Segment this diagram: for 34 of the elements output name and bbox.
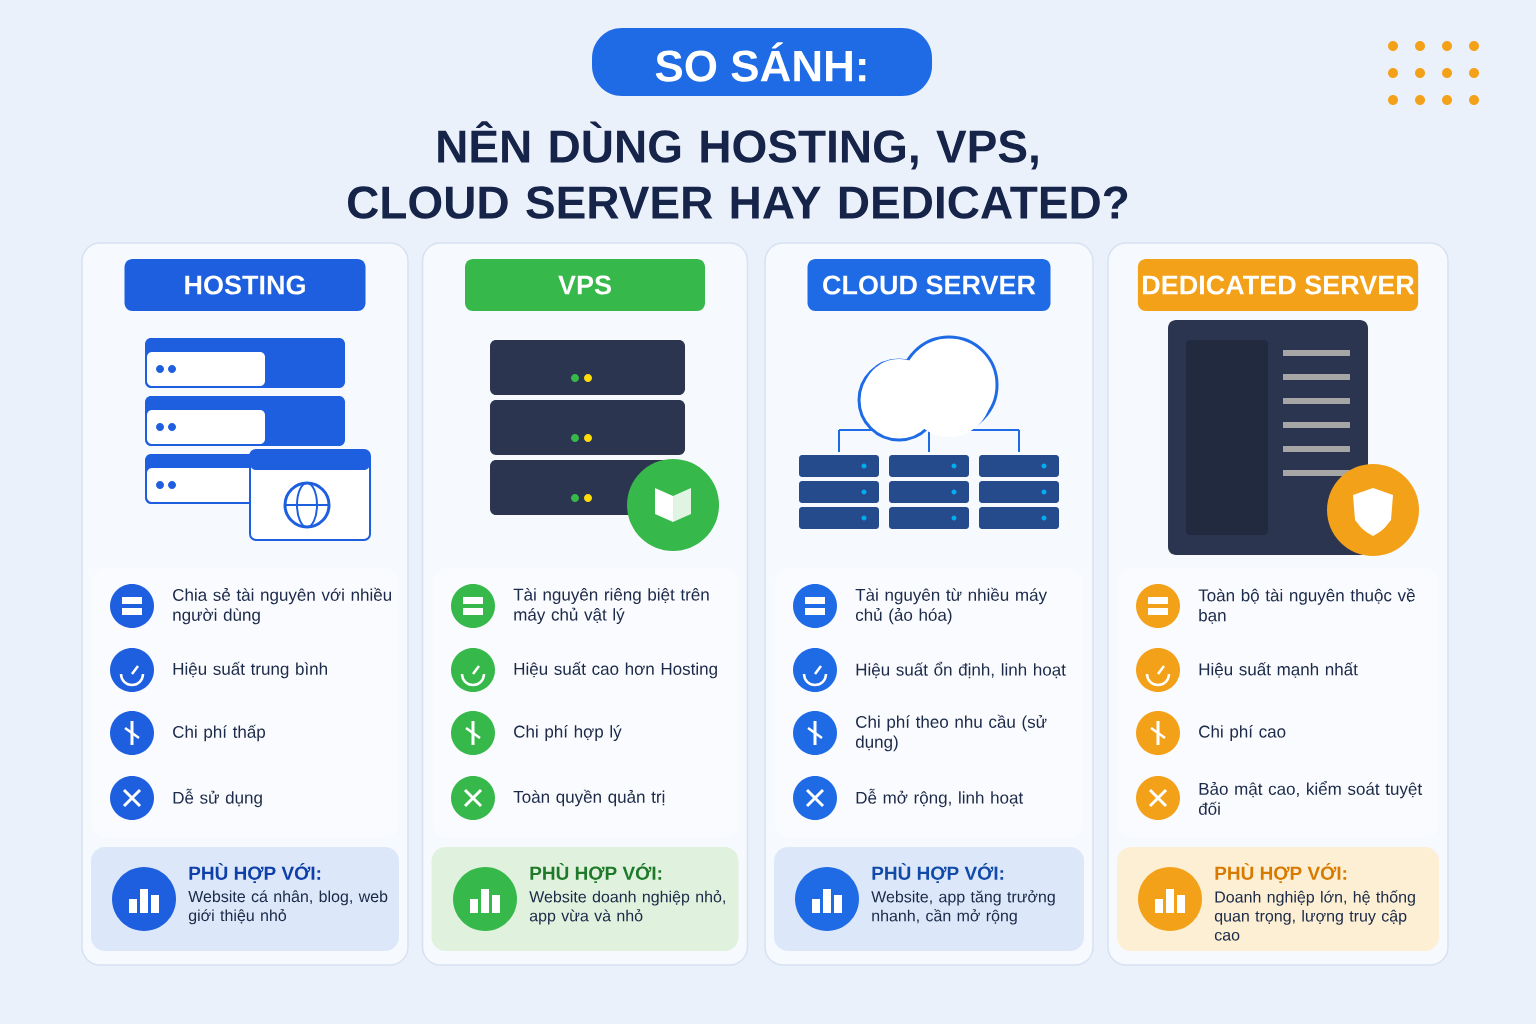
feature-text: Hiệu suất trung bình — [173, 661, 327, 679]
feature-text: Hiệu suất ổn định, linh hoạt — [856, 661, 1066, 679]
panel-text: Website, app tăng trưởng nhanh, cần mở rộng — [871, 890, 1055, 925]
feature-text: Chi phí thấp — [173, 724, 266, 742]
feature-text: Tài nguyên từ nhiều máy chủ (ảo hóa) — [855, 587, 1047, 625]
info-panel — [431, 847, 739, 951]
heading-pill: HOSTING — [124, 259, 366, 311]
title-pill: SO SÁNH: — [592, 28, 932, 96]
panel-heading: PHÙ HỢP VỚI: — [872, 862, 1004, 884]
panel-heading: PHÙ HỢP VỚI: — [1215, 862, 1347, 884]
panel-heading: PHÙ HỢP VỚI: — [189, 862, 321, 884]
feature-text: Hiệu suất mạnh nhất — [1199, 662, 1358, 678]
feature-text: Chia sẻ tài nguyên với nhiều người dùng — [173, 587, 392, 625]
feature-text: Dễ sử dụng — [173, 788, 262, 808]
feature-text: Chi phí theo nhu cầu (sử dụng) — [855, 714, 1047, 752]
panel-heading: PHÙ HỢP VỚI: — [530, 862, 662, 884]
info-panel — [774, 847, 1084, 951]
title: NÊN DÙNG HOSTING, VPS, CLOUD SERVER HAY DEDICATED? — [348, 121, 1128, 219]
feature-text: Dễ mở rộng, linh hoạt — [856, 788, 1024, 808]
feature-text: Chi phí cao — [1199, 725, 1286, 741]
feature-text: Bảo mật cao, kiểm soát tuyệt đối — [1198, 781, 1422, 815]
feature-text: Chi phí hợp lý — [514, 725, 622, 741]
info-panel — [1117, 847, 1439, 951]
heading-pill: VPS — [465, 259, 705, 311]
feature-text: Tài nguyên riêng biệt trên máy chủ vật lý — [513, 588, 709, 624]
heading-pill: CLOUD SERVER — [807, 259, 1051, 311]
feature-text: Hiệu suất cao hơn Hosting — [514, 661, 717, 679]
feature-text: Toàn quyền quản trị — [513, 789, 665, 807]
panel-text: Doanh nghiệp lớn, hệ thống quan trọng, lượng truy cập cao — [1214, 890, 1415, 941]
panel-text: Website cá nhân, blog, web giới thiệu nhỏ — [188, 890, 388, 925]
info-panel — [91, 847, 399, 951]
panel-text: Website doanh nghiệp nhỏ, app vừa và nhỏ — [529, 890, 725, 925]
heading-pill: DEDICATED SERVER — [1137, 259, 1419, 311]
feature-text: Toàn bộ tài nguyên thuộc về bạn — [1198, 588, 1415, 624]
